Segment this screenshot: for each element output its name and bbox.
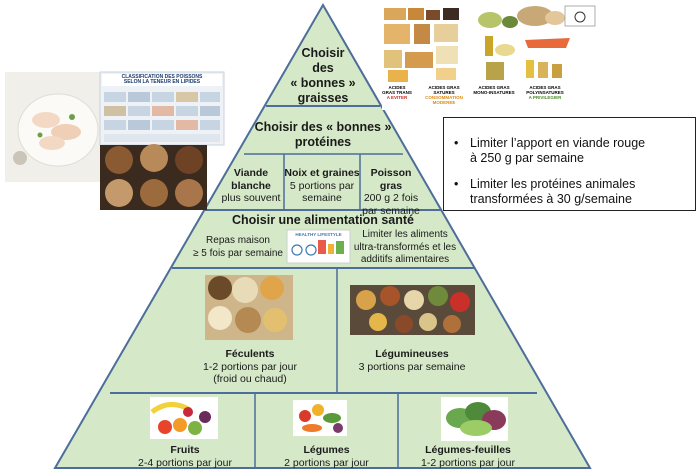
healthy-right-line1: Limiter les aliments xyxy=(362,229,448,240)
healthy-lifestyle-image xyxy=(286,229,351,264)
fish-poster-title-line2: SELON LA TENEUR EN LIPIDES xyxy=(123,79,201,85)
healthy-title: Choisir une alimentation santé xyxy=(232,213,414,227)
fats-mono-label: ACIDES GRAS MONO-INSATURES xyxy=(472,85,516,95)
fruits-line1: 2-4 portions par jour xyxy=(138,456,232,469)
tier-fats-line2: des xyxy=(312,61,334,75)
fats-trans-label: ACIDES GRAS TRANS A EVITER xyxy=(382,85,412,100)
viande-line2: blanche xyxy=(231,179,271,192)
fruits-label: Fruits 2-4 portions par jour xyxy=(115,444,255,469)
tier-fats-line1: Choisir xyxy=(301,46,345,60)
grains-photo xyxy=(205,275,293,340)
nuts-photo xyxy=(100,144,207,210)
poisson-line1: Poisson gras xyxy=(370,167,412,192)
fats-trans-note: A EVITER xyxy=(386,95,408,100)
leafy-greens-photo xyxy=(441,397,508,441)
legumes-line1: 2 portions par jour xyxy=(284,456,369,469)
callout-item-1-text: Limiter l’apport en viande rouge à 250 g… xyxy=(470,136,645,166)
healthy-left-line2: ≥ 5 fois par semaine xyxy=(193,247,283,259)
callout-item-2-line2: transformées à 30 g/semaine xyxy=(470,192,632,206)
fish-poster xyxy=(99,71,225,146)
fruits-name: Fruits xyxy=(170,444,200,456)
noix-line1: Noix et graines xyxy=(284,167,360,179)
callout-item-1-line1: Limiter l’apport en viande rouge xyxy=(470,136,646,150)
noix-line3: semaine xyxy=(302,192,342,204)
feuilles-name: Légumes-feuilles xyxy=(425,444,511,456)
healthy-left-line1: Repas maison xyxy=(206,235,270,246)
feculents-line1: 1-2 portions par jour xyxy=(203,360,297,373)
fruits-photo xyxy=(150,397,218,439)
healthy-right-line2: ultra-transformés et les xyxy=(353,241,457,253)
legumineuses-line1: 3 portions par semaine xyxy=(358,360,466,373)
vegetables-photo xyxy=(293,400,347,436)
fats-sat-note: CONSOMMATION MODEREE xyxy=(425,95,463,105)
noix-label: Noix et graines 5 portions par semaine xyxy=(284,167,360,205)
fats-poly-label: ACIDES GRAS POLYINSATURES A PRIVILEGIER xyxy=(522,85,568,100)
viande-line1: Viande xyxy=(233,167,269,179)
feculents-name: Féculents xyxy=(225,348,275,360)
fats-poly-text: ACIDES GRAS POLYINSATURES xyxy=(526,85,564,95)
fats-mono-text: ACIDES GRAS MONO-INSATURES xyxy=(473,85,515,95)
noix-line2: 5 portions par xyxy=(289,179,355,192)
tier-proteins-line1: Choisir des « bonnes » xyxy=(254,120,392,134)
fats-sat-label: ACIDES GRAS SATURES CONSOMMATION MODEREE xyxy=(425,85,463,105)
tier-proteins-line2: protéines xyxy=(294,135,352,149)
viande-line3: plus souvent xyxy=(221,192,281,204)
healthy-right: Limiter les aliments ultra-transformés e… xyxy=(350,229,460,267)
healthy-left: Repas maison ≥ 5 fois par semaine xyxy=(190,235,286,260)
feuilles-label: Légumes-feuilles 1-2 portions par jour xyxy=(398,444,538,469)
feculents-label: Féculents 1-2 portions par jour (froid o… xyxy=(175,348,325,386)
fats-trans-text: ACIDES GRAS TRANS xyxy=(382,85,412,95)
meat-callout: • Limiter l’apport en viande rouge à 250… xyxy=(443,117,696,211)
legumes-label: Légumes 2 portions par jour xyxy=(255,444,398,469)
healthy-right-line3: additifs alimentaires xyxy=(360,254,450,265)
feculents-line2: (froid ou chaud) xyxy=(213,373,287,385)
tier-fats-line3: « bonnes » xyxy=(290,76,356,90)
legumes-photo xyxy=(350,285,475,335)
poisson-label: Poisson gras 200 g 2 fois par semaine xyxy=(359,167,423,217)
fish-poster-title-line1: CLASSIFICATION DES POISSONS xyxy=(121,74,203,80)
feuilles-line1: 1-2 portions par jour xyxy=(421,456,515,469)
legumineuses-label: Légumineuses 3 portions par semaine xyxy=(337,348,487,373)
tier-fats-label: Choisir des « bonnes » graisses xyxy=(283,46,363,106)
fats-chart xyxy=(382,5,597,110)
poisson-line2: 200 g 2 fois xyxy=(363,192,419,204)
poisson-line3: par semaine xyxy=(362,204,420,217)
healthy-badge-label: HEALTHY LIFESTYLE xyxy=(290,232,347,237)
fish-poster-title: CLASSIFICATION DES POISSONS SELON LA TEN… xyxy=(104,75,220,85)
legumes-name: Légumes xyxy=(303,444,350,456)
callout-bullet-1: • xyxy=(454,136,459,150)
callout-item-2-text: Limiter les protéines animales transform… xyxy=(470,177,645,207)
callout-item-1-line2: à 250 g par semaine xyxy=(470,151,584,165)
fats-poly-note: A PRIVILEGIER xyxy=(528,95,562,100)
callout-item-2-line1: Limiter les protéines animales xyxy=(470,177,636,191)
healthy-badge-text: HEALTHY LIFESTYLE xyxy=(295,232,342,237)
tier-proteins-label: Choisir des « bonnes » protéines xyxy=(248,120,398,150)
callout-bullet-2: • xyxy=(454,177,459,191)
chicken-photo xyxy=(5,72,100,182)
legumineuses-name: Légumineuses xyxy=(375,348,449,360)
viande-label: Viande blanche plus souvent xyxy=(218,167,284,205)
fats-sat-text: ACIDES GRAS SATURES xyxy=(428,85,460,95)
tier-fats-line4: graisses xyxy=(297,91,349,105)
